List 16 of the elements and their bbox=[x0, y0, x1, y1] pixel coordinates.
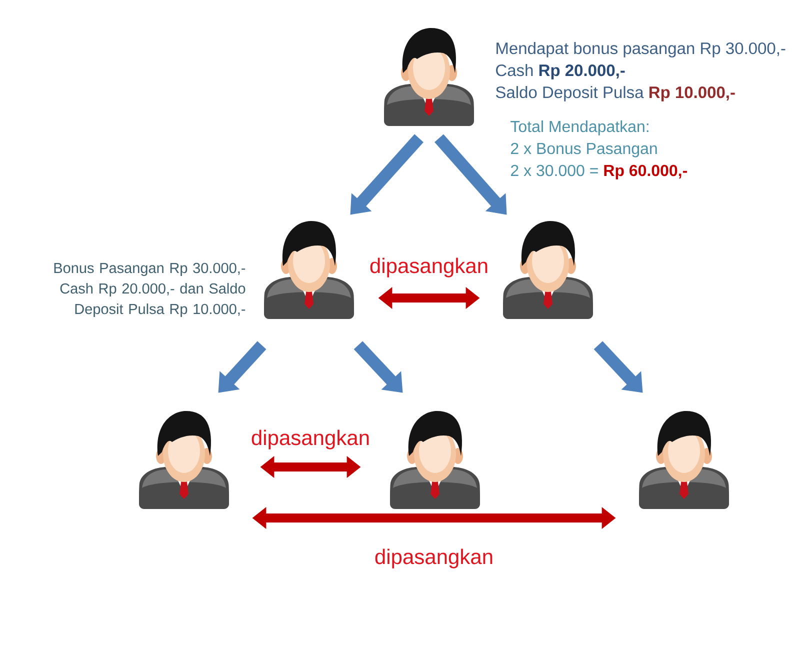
edge-label: dipasangkan bbox=[375, 548, 492, 568]
annotation: Cash Rp 20.000,- bbox=[496, 64, 625, 80]
person-icon bbox=[139, 411, 229, 509]
annotation: Bonus Pasangan Rp 30.000,- Cash Rp 20.000,- dan Saldo Deposit Pulsa Rp 10.000,- bbox=[54, 262, 246, 317]
annotation: 2 x 30.000 = Rp 60.000,- bbox=[511, 164, 687, 180]
edge-label: dipasangkan bbox=[252, 430, 369, 450]
person-icon bbox=[384, 28, 474, 126]
person-icon bbox=[264, 221, 354, 319]
person-icon bbox=[390, 411, 480, 509]
annotation: 2 x Bonus Pasangan bbox=[511, 142, 657, 158]
person-icon bbox=[639, 411, 729, 509]
annotation: Total Mendapatkan: bbox=[510, 120, 648, 136]
edge-label: dipasangkan bbox=[370, 258, 488, 278]
person-icon bbox=[503, 221, 593, 319]
annotation: Saldo Deposit Pulsa Rp 10.000,- bbox=[496, 86, 735, 102]
annotation: Mendapat bonus pasangan Rp 30.000,- bbox=[496, 42, 786, 58]
